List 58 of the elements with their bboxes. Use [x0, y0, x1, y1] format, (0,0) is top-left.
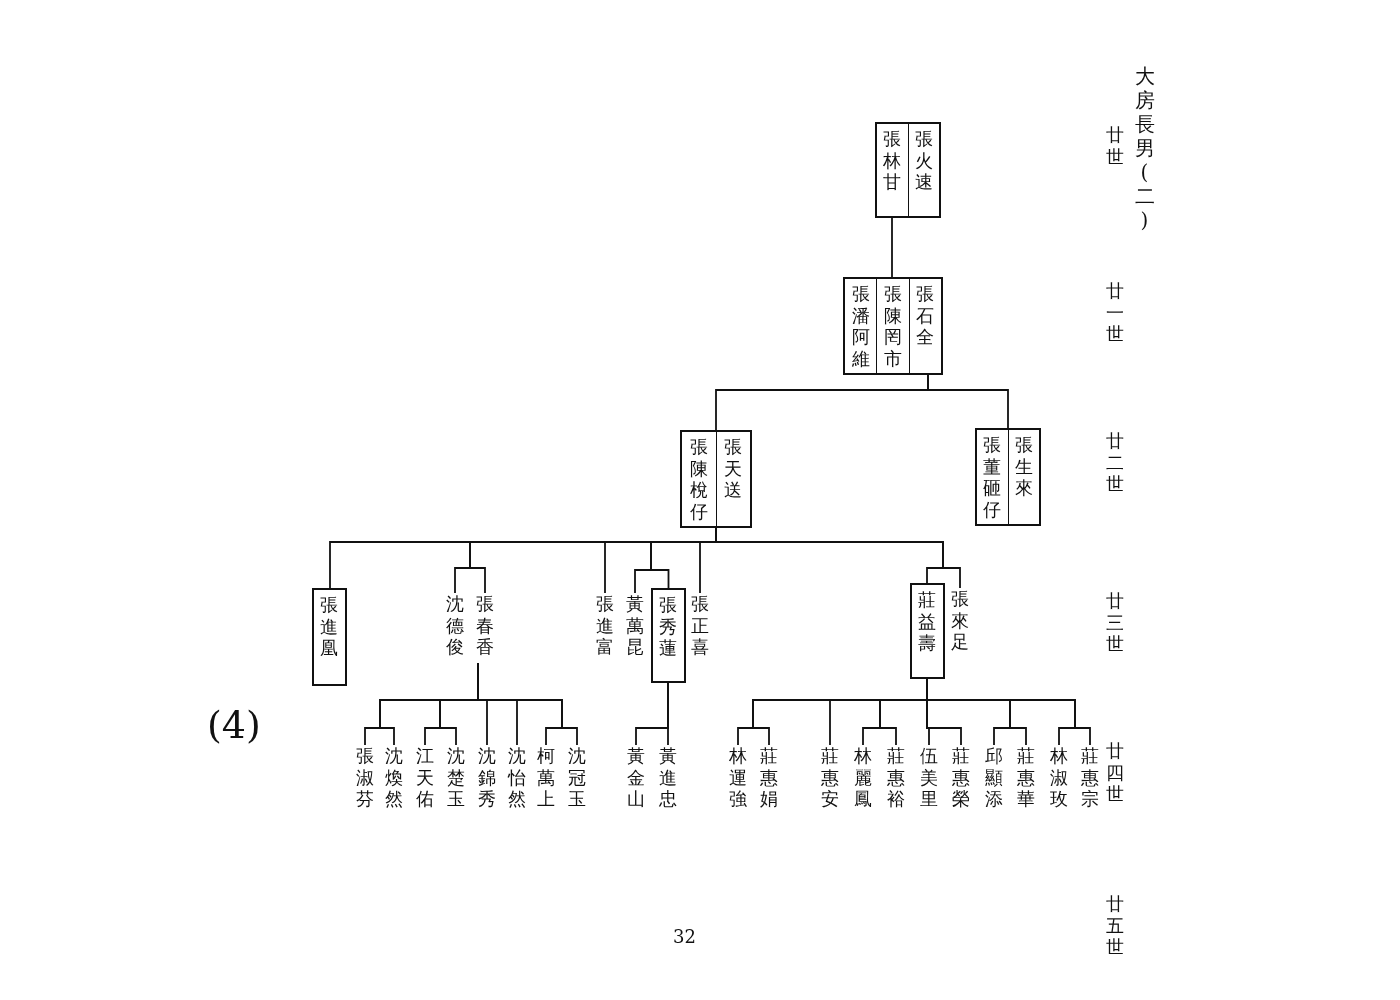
person-name: 張春香 — [475, 593, 495, 660]
person-name: 黃萬昆 — [625, 593, 645, 660]
person-name: 張陳罔市 — [883, 283, 903, 371]
person-name: 張董砸仔 — [982, 434, 1002, 522]
person-name: 張潘阿維 — [851, 283, 871, 371]
person-name: 張秀蓮 — [659, 594, 678, 661]
page-title: 大房長男(二) — [1134, 64, 1155, 232]
person-name: 張石全 — [915, 283, 935, 350]
generation-label: 廿五世 — [1106, 893, 1125, 958]
name-box — [312, 588, 347, 686]
person-name: 邱顯添 — [984, 745, 1004, 812]
person-name: 莊惠娟 — [759, 745, 779, 812]
person-name: 張天送 — [723, 436, 743, 503]
person-name: 張進富 — [595, 593, 615, 660]
person-name: 張來足 — [950, 588, 970, 655]
person-name: 江天佑 — [415, 745, 435, 812]
person-name: 沈冠玉 — [567, 745, 587, 812]
page-number: 32 — [673, 926, 696, 947]
section-number: (4) — [207, 703, 261, 747]
connector-line — [667, 682, 669, 746]
person-name: 黃金山 — [626, 745, 646, 812]
name-box — [975, 428, 1041, 526]
generation-label: 廿世 — [1106, 124, 1125, 168]
person-name: 莊惠宗 — [1080, 745, 1100, 812]
person-name: 莊惠榮 — [951, 745, 971, 812]
generation-label: 廿四世 — [1106, 740, 1125, 805]
person-name: 張正喜 — [690, 593, 710, 660]
person-name: 張火速 — [914, 128, 934, 195]
person-name: 柯萬上 — [536, 745, 556, 812]
connector-line — [927, 374, 1009, 429]
person-name: 沈德俊 — [445, 593, 465, 660]
connector-line — [891, 217, 893, 278]
generation-label: 廿二世 — [1106, 430, 1125, 495]
person-name: 林運強 — [728, 745, 748, 812]
name-box — [651, 588, 686, 683]
person-name: 張進凰 — [320, 594, 339, 661]
person-name: 沈楚玉 — [446, 745, 466, 812]
person-name: 莊益壽 — [918, 589, 937, 656]
name-box — [875, 122, 941, 218]
person-name: 莊惠安 — [820, 745, 840, 812]
person-name: 張林甘 — [882, 128, 902, 195]
person-name: 林麗鳳 — [853, 745, 873, 812]
person-name: 沈錦秀 — [477, 745, 497, 812]
person-name: 林淑玫 — [1049, 745, 1069, 812]
person-name: 沈煥然 — [384, 745, 404, 812]
person-name: 張陳梲仔 — [689, 436, 709, 524]
name-box — [843, 277, 943, 375]
name-box — [680, 430, 752, 528]
name-box — [910, 583, 945, 679]
person-name: 伍美里 — [919, 745, 939, 812]
person-name: 張淑芬 — [355, 745, 375, 812]
person-name: 莊惠華 — [1016, 745, 1036, 812]
generation-label: 廿一世 — [1106, 280, 1125, 345]
person-name: 沈怡然 — [507, 745, 527, 812]
generation-label: 廿三世 — [1106, 590, 1125, 655]
person-name: 黃進忠 — [658, 745, 678, 812]
person-name: 張生來 — [1014, 434, 1034, 501]
person-name: 莊惠裕 — [886, 745, 906, 812]
